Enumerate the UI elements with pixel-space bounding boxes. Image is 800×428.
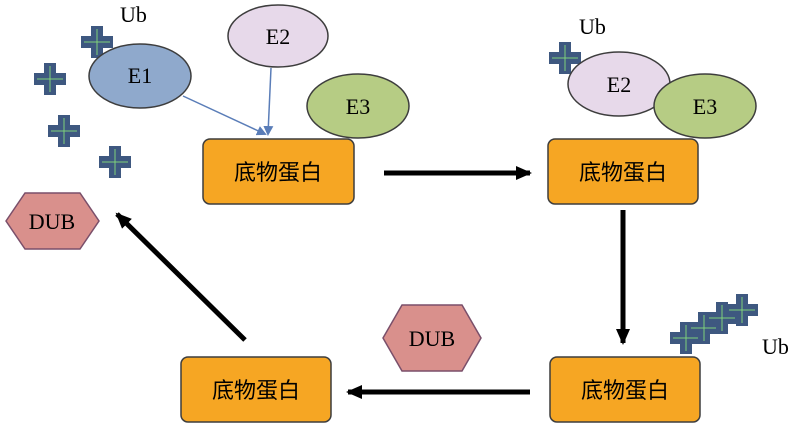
e3-enzyme-top [306, 73, 410, 139]
substrate-label-bottom-left: 底物蛋白 [212, 379, 300, 404]
substrate-box-top-left [202, 138, 355, 205]
ubiquitin-free-4 [98, 145, 132, 179]
arrow-e1-to-substrate [182, 95, 267, 136]
e3-label-top: E3 [346, 94, 370, 119]
e2-label-right: E2 [607, 72, 631, 97]
ub-label-top-left: Ub [120, 2, 147, 27]
substrate-box-bottom-right [549, 356, 701, 423]
dub-label-bottom: DUB [409, 326, 455, 351]
e1-label: E1 [128, 63, 152, 88]
substrate-box-bottom-left [180, 356, 332, 423]
ubiquitin-free-3 [47, 114, 81, 148]
ub-label-bottom-right: Ub [762, 334, 789, 359]
e2-enzyme-top [227, 4, 329, 68]
e2-label-top: E2 [266, 24, 290, 49]
dub-hexagon-left [5, 192, 100, 250]
dub-label-left: DUB [29, 209, 75, 234]
substrate-label-top-right: 底物蛋白 [579, 161, 667, 186]
substrate-label-bottom-right: 底物蛋白 [581, 379, 669, 404]
e1-enzyme [88, 43, 192, 109]
dub-hexagon-bottom [382, 304, 482, 372]
arrow-e2-to-substrate [263, 67, 274, 136]
substrate-label-top-left: 底物蛋白 [234, 161, 322, 186]
arrow-diagonal-recycle [115, 212, 247, 342]
substrate-box-top-right [547, 138, 699, 205]
ubiquitin-free-2 [33, 62, 67, 96]
ub-label-top-right: Ub [579, 14, 606, 39]
e3-enzyme-right [653, 73, 757, 139]
e3-label-right: E3 [693, 94, 717, 119]
